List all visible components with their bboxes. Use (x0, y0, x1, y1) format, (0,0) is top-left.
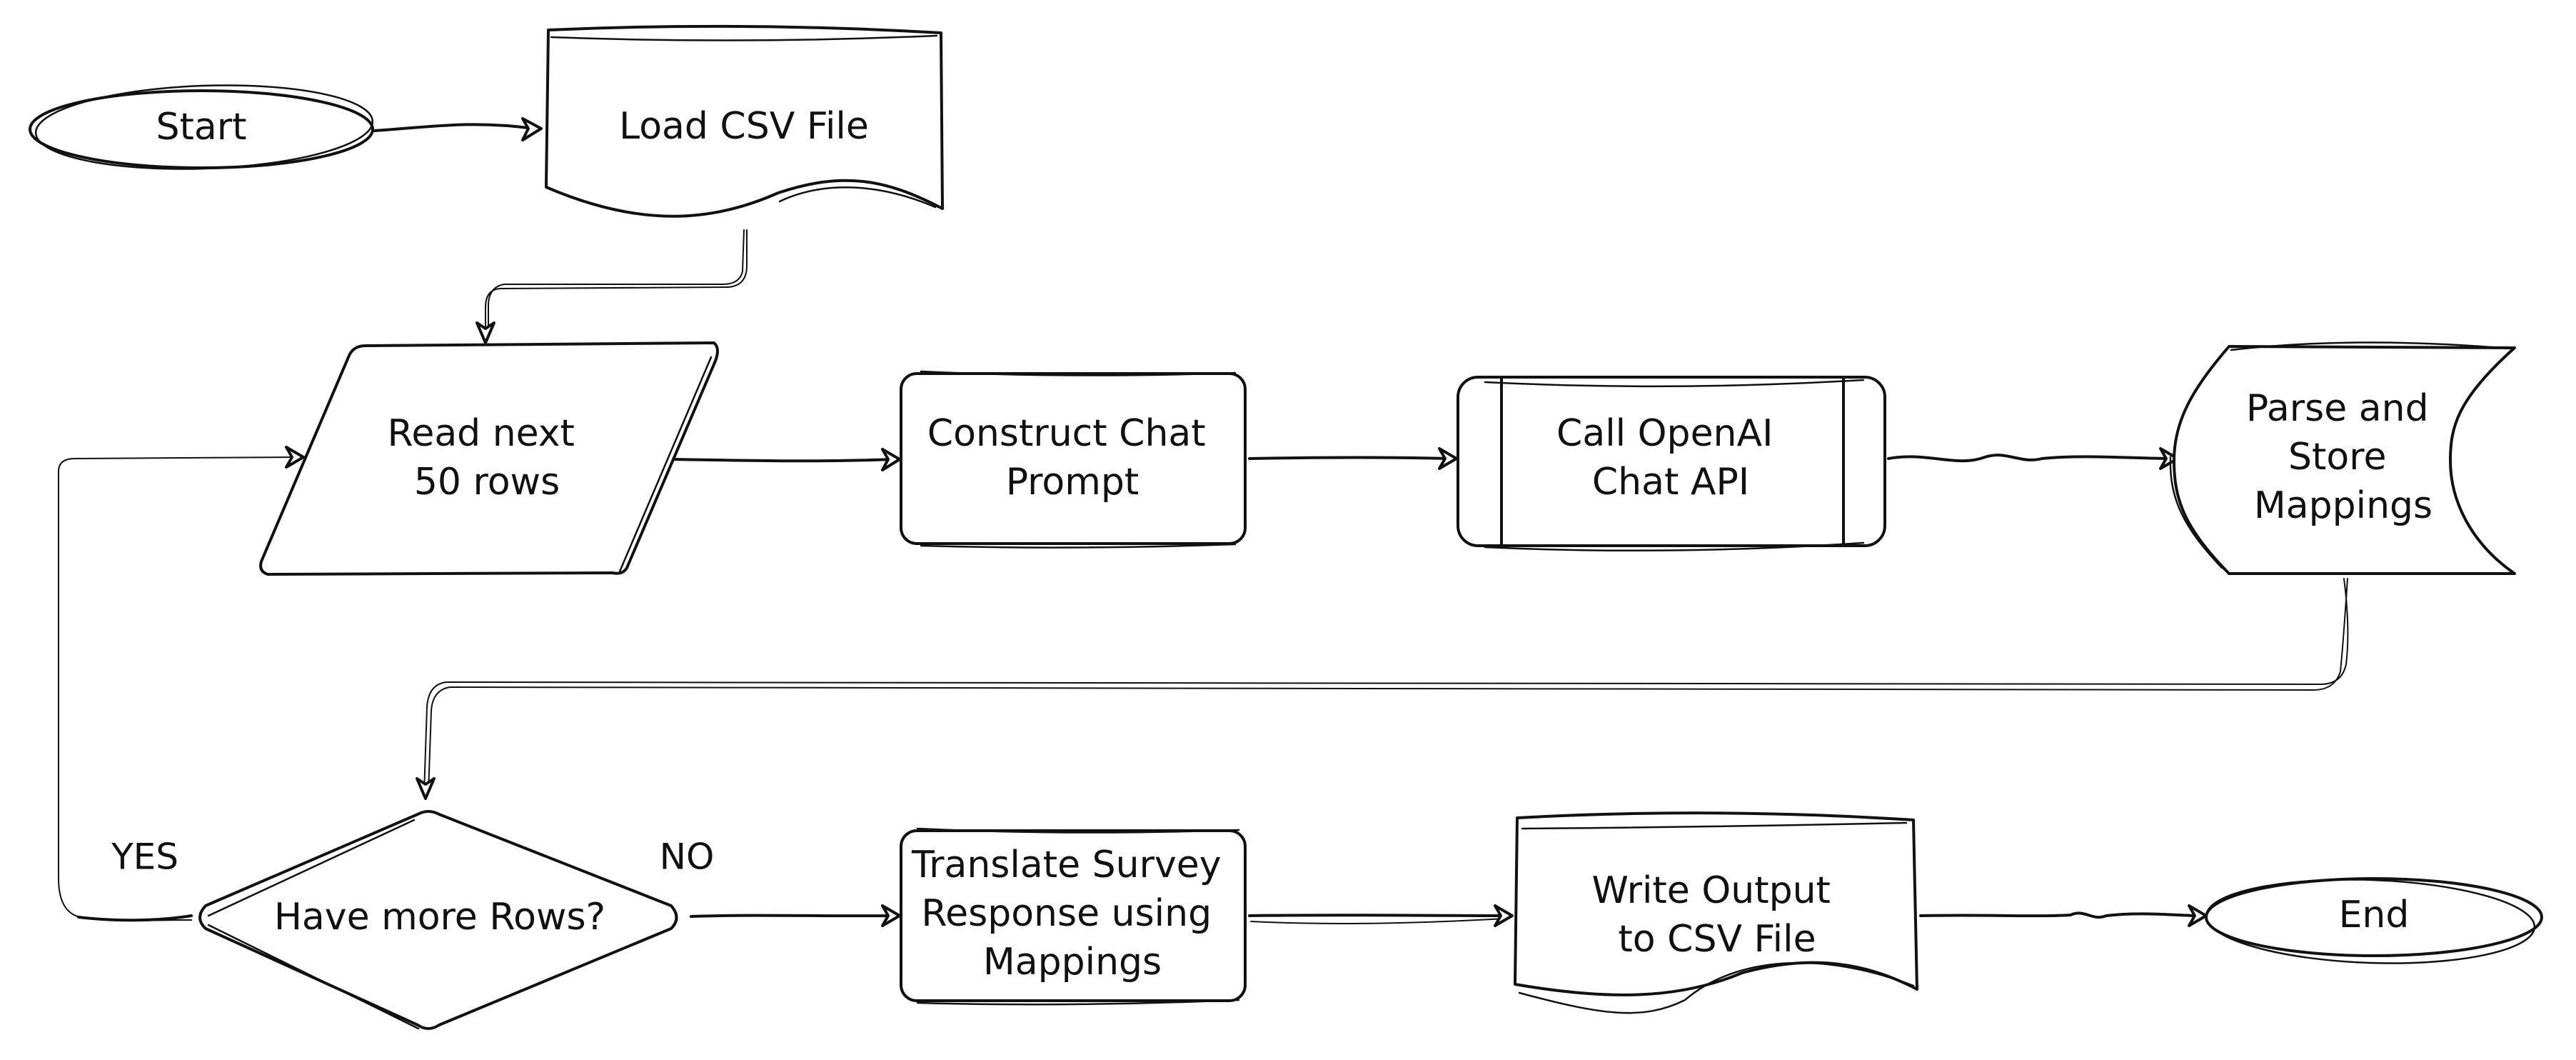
arrowhead-icon (2188, 904, 2208, 927)
edge-construct-prompt-to-call-api[interactable] (1248, 447, 1458, 470)
node-translate[interactable]: Translate Survey Response using Mappings (900, 827, 1247, 1006)
node-label: Start (156, 106, 246, 149)
arrowhead-icon (285, 446, 305, 469)
node-parse-store[interactable]: Parse and Store Mappings (2169, 341, 2516, 575)
edge-decision-to-translate-no[interactable] (690, 904, 901, 927)
node-construct-prompt[interactable]: Construct Chat Prompt (900, 370, 1247, 549)
node-label: Parse and Store Mappings (2246, 387, 2440, 527)
node-label: Call OpenAI Chat API (1556, 412, 1785, 504)
edge-label-yes: YES (111, 836, 178, 878)
arrowhead-icon (1494, 904, 1514, 927)
node-end[interactable]: End (2205, 874, 2543, 969)
arrowhead-icon (521, 117, 543, 141)
arrowhead-icon (416, 777, 436, 800)
edge-start-to-load-csv[interactable] (373, 117, 543, 141)
arrowhead-icon (881, 904, 901, 927)
edge-read-rows-to-construct-prompt[interactable] (673, 448, 901, 471)
node-write-output[interactable]: Write Output to CSV File (1514, 811, 1918, 1014)
edge-write-output-to-end[interactable] (1919, 904, 2208, 927)
node-read-rows[interactable]: Read next 50 rows (259, 341, 719, 576)
node-call-api[interactable]: Call OpenAI Chat API (1456, 376, 1886, 552)
edge-label-no: NO (660, 836, 715, 878)
edge-translate-to-write-output[interactable] (1248, 904, 1514, 927)
node-label: Translate Survey Response using Mappings (911, 844, 1233, 984)
arrowhead-icon (2159, 447, 2179, 470)
edges (58, 117, 2349, 927)
node-decision[interactable]: Have more Rows? (198, 810, 678, 1030)
node-label: Read next 50 rows (388, 412, 587, 504)
arrowhead-icon (1438, 447, 1458, 470)
edge-call-api-to-parse-store[interactable] (1887, 447, 2179, 470)
edge-decision-to-read-rows-yes[interactable] (58, 446, 305, 922)
node-label: Have more Rows? (274, 896, 605, 939)
arrowhead-icon (881, 448, 901, 471)
node-label: End (2339, 894, 2410, 936)
node-start[interactable]: Start (29, 80, 374, 174)
edge-load-csv-to-read-rows[interactable] (476, 229, 748, 344)
node-label: Write Output to CSV File (1592, 869, 1843, 961)
edge-parse-store-to-decision[interactable] (416, 578, 2349, 800)
node-load-csv[interactable]: Load CSV File (545, 24, 944, 218)
node-label: Load CSV File (619, 105, 869, 148)
arrowhead-icon (476, 321, 495, 344)
node-label: Construct Chat Prompt (927, 412, 1217, 504)
